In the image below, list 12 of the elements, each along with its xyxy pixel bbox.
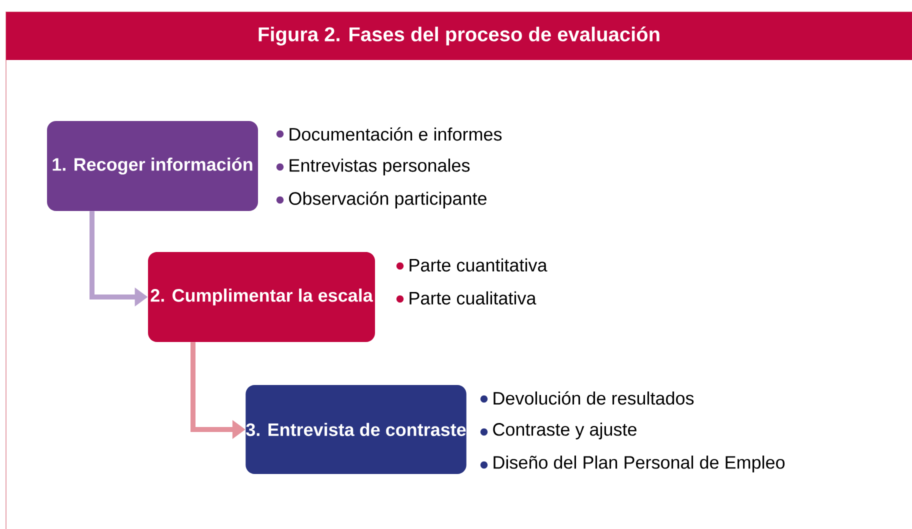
bullet-item: Diseño del Plan Personal de Empleo [480, 456, 785, 472]
bullet-item: Parte cualitativa [396, 291, 536, 305]
bullet-item: Contraste y ajuste [480, 422, 636, 440]
title-banner: Figura 2. Fases del proceso de evaluación [6, 12, 912, 60]
bullet-item: Observación participante [276, 192, 486, 208]
step-box: 3. Entrevista de contraste [246, 384, 466, 474]
bullet-item: Entrevistas personales [276, 158, 470, 176]
bullet-item: Devolución de resultados [480, 391, 694, 405]
step-box: 2. Cumplimentar la escala [148, 252, 375, 342]
bullet-item: Documentación e informes [276, 127, 502, 141]
step-box: 1. Recoger información [47, 121, 258, 211]
bullet-item: Parte cuantitativa [396, 258, 548, 272]
